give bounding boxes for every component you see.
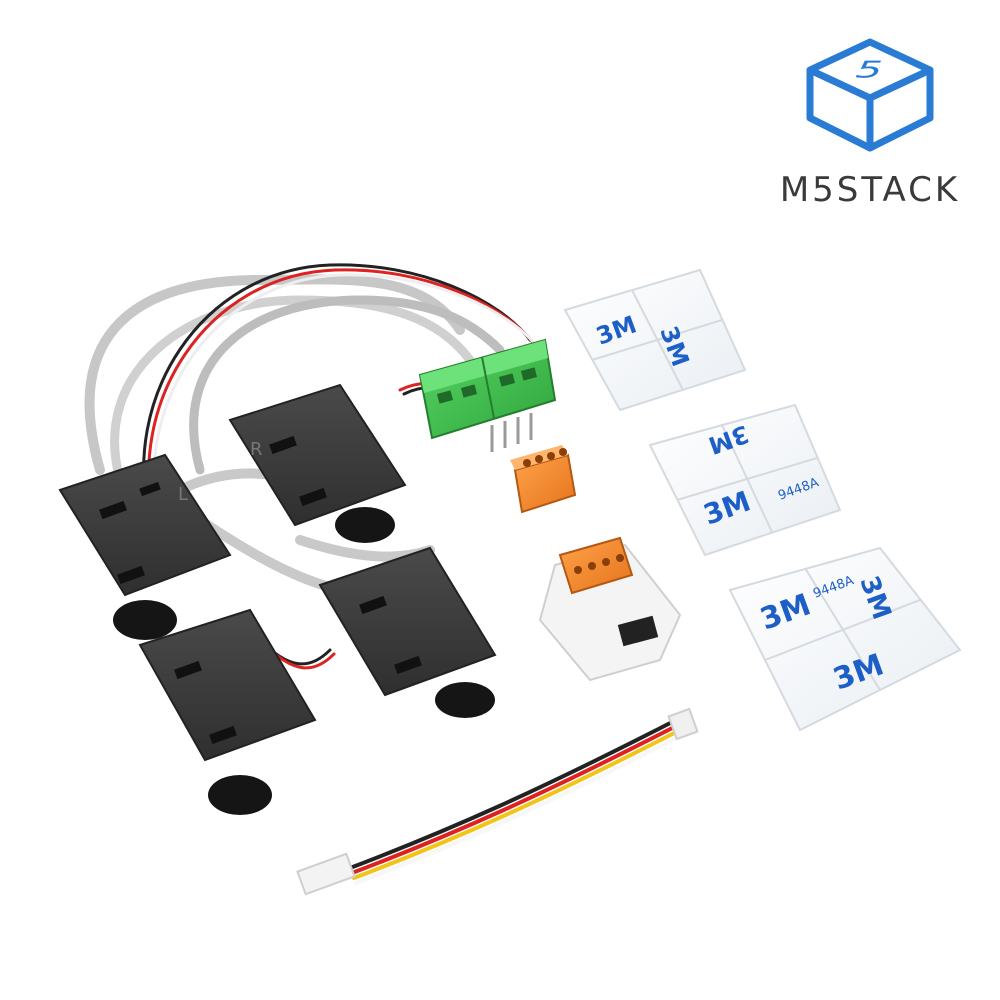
adhesive-tape-1: 3M 3M <box>563 268 747 412</box>
brand-name: M5STACK <box>779 170 961 210</box>
sensor-module-3 <box>318 546 497 718</box>
brand-logo: 5 M5STACK <box>770 30 970 210</box>
white-unit-module <box>538 536 682 682</box>
sensor-module-1: L <box>58 453 232 640</box>
orange-terminal-plug <box>510 445 577 514</box>
sensor-module-2: R <box>228 383 407 543</box>
sensor-cables <box>84 263 542 670</box>
sensor-module-4 <box>138 608 317 815</box>
adhesive-tape-3: 3M 3M 3M 9448A <box>728 546 962 732</box>
sensor-mark-r: R <box>250 439 263 460</box>
adhesive-tape-2: 3M 3M 9448A <box>648 403 842 557</box>
grove-cable <box>296 707 699 896</box>
m5stack-box-icon: 5 <box>806 38 934 152</box>
sensor-mark-l: L <box>178 484 188 505</box>
green-terminal-block <box>418 338 557 452</box>
